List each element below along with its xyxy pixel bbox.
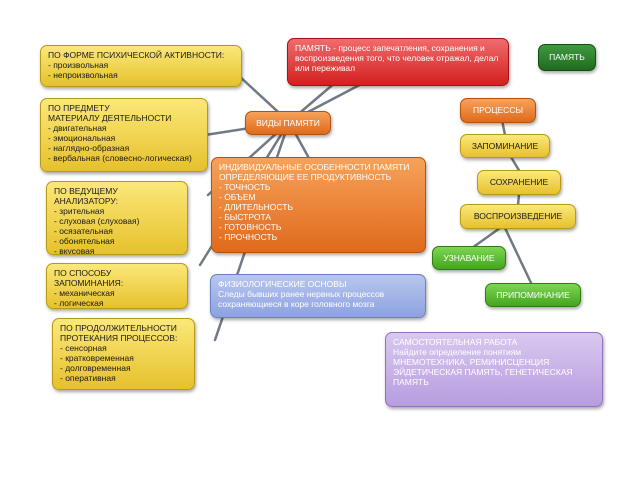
memorization-node: ЗАПОМИНАНИЕ: [460, 134, 550, 158]
memorization-method-node: ПО СПОСОБУ ЗАПОМИНАНИЯ: - механическая -…: [46, 263, 188, 309]
duration-node: ПО ПРОДОЛЖИТЕЛЬНОСТИ ПРОТЕКАНИЯ ПРОЦЕССО…: [52, 318, 195, 390]
memory-types-node: ВИДЫ ПАМЯТИ: [245, 111, 331, 135]
storage-node: СОХРАНЕНИЕ: [477, 170, 561, 195]
leading-analyzer-node: ПО ВЕДУЩЕМУ АНАЛИЗАТОРУ: - зрительная - …: [46, 181, 188, 255]
individual-features-node: ИНДИВИДУАЛЬНЫЕ ОСОБЕННОСТИ ПАМЯТИ ОПРЕДЕ…: [211, 157, 426, 253]
connector: [470, 226, 502, 250]
reproduction-node: ВОСПРОИЗВЕДЕНИЕ: [460, 204, 576, 229]
memory-node: ПАМЯТЬ: [538, 44, 596, 71]
recognition-node: УЗНАВАНИЕ: [432, 246, 506, 270]
activity-form-node: ПО ФОРМЕ ПСИХИЧЕСКОЙ АКТИВНОСТИ: - произ…: [40, 45, 242, 87]
connector: [503, 226, 534, 287]
activity-subject-node: ПО ПРЕДМЕТУ МАТЕРИАЛУ ДЕЯТЕЛЬНОСТИ - дви…: [40, 98, 208, 172]
memory-definition-node: ПАМЯТЬ - процесс запечатления, сохранени…: [287, 38, 509, 86]
process-node: ПРОЦЕССЫ: [460, 98, 536, 123]
independent-work-node: САМОСТОЯТЕЛЬНАЯ РАБОТА Найдите определен…: [385, 332, 603, 407]
recall-node: ПРИПОМИНАНИЕ: [485, 283, 581, 307]
physiological-basis-node: ФИЗИОЛОГИЧЕСКИЕ ОСНОВЫ Следы бывших ране…: [210, 274, 426, 318]
